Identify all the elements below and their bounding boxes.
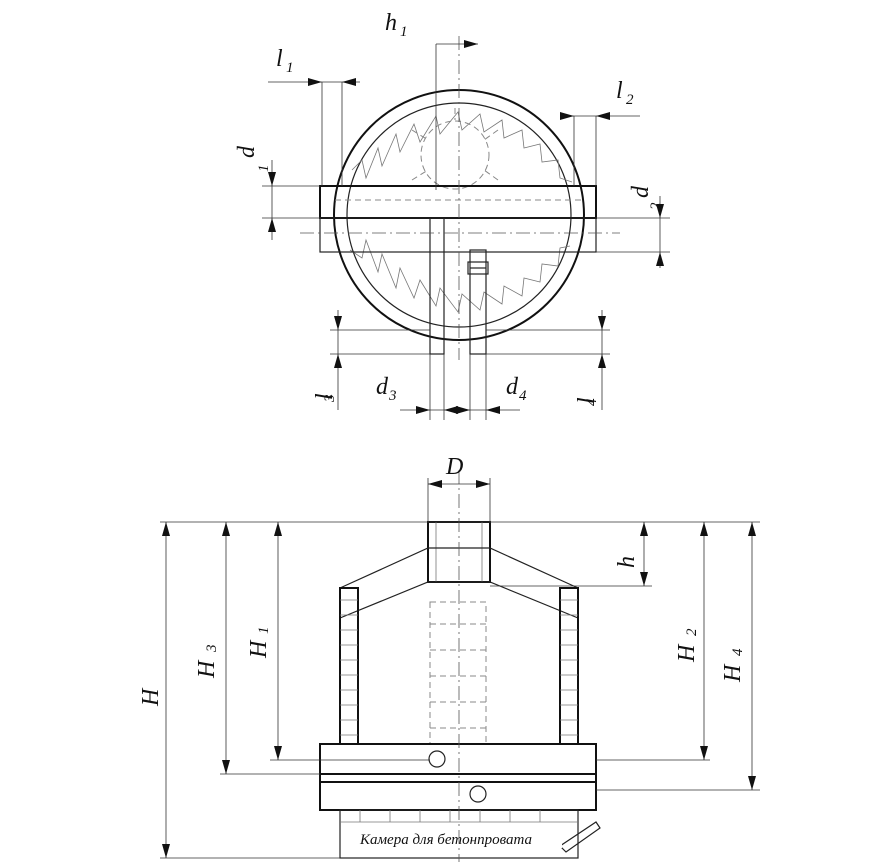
label-d3-sub: 3	[388, 388, 397, 404]
label-H3: H	[194, 659, 220, 679]
label-D: D	[445, 454, 463, 480]
label-d4: d	[506, 374, 519, 400]
label-d1: d	[234, 145, 260, 158]
label-d1-sub: 1	[256, 165, 272, 173]
label-d4-sub: 4	[519, 388, 527, 404]
plan-outlet-d4	[469, 249, 487, 355]
section-slab-middle	[319, 773, 597, 783]
label-l2: l	[616, 78, 623, 104]
plan-pipe-upper	[319, 185, 597, 219]
label-h1: h	[385, 10, 397, 36]
plan-outlet-d3	[429, 217, 445, 355]
label-l1-sub: 1	[286, 60, 294, 76]
label-H4-sub: 4	[730, 648, 746, 656]
label-H: H	[138, 687, 164, 707]
section-hidden-column	[429, 601, 487, 745]
label-H1-sub: 1	[256, 627, 272, 635]
label-l3: l	[312, 393, 338, 400]
label-h: h	[614, 556, 640, 568]
plan-hidden-circle	[420, 120, 490, 190]
label-H3-sub: 3	[204, 645, 220, 654]
label-l3-sub: 3	[322, 395, 338, 404]
label-d2: d	[628, 185, 654, 198]
label-H4: H	[720, 663, 746, 683]
section-view: Камера для бетонпровата D H H 3 H	[138, 454, 760, 862]
plan-ring-hatch	[349, 111, 573, 313]
label-l4: l	[574, 397, 600, 404]
section-opening-d3	[428, 750, 446, 768]
plan-view: h 1 l 1 l 2 d 1 d 2	[234, 10, 670, 420]
chamber-note: Камера для бетонпровата	[359, 832, 532, 848]
label-d3: d	[376, 374, 389, 400]
label-h1-sub: 1	[400, 24, 408, 40]
label-l4-sub: 4	[584, 398, 600, 406]
label-d2-sub: 2	[648, 202, 664, 210]
label-H2-sub: 2	[684, 628, 700, 636]
section-opening-d4	[469, 785, 487, 803]
label-l1: l	[276, 46, 283, 72]
label-l2-sub: 2	[626, 92, 634, 108]
label-H2: H	[674, 643, 700, 663]
plan-hidden-spokes	[411, 108, 499, 181]
plan-pipe-lower	[319, 217, 597, 253]
label-H1: H	[246, 639, 272, 659]
section-slab-lower	[319, 781, 597, 811]
section-slab-upper	[319, 743, 597, 775]
chamber-note-box	[352, 826, 562, 848]
